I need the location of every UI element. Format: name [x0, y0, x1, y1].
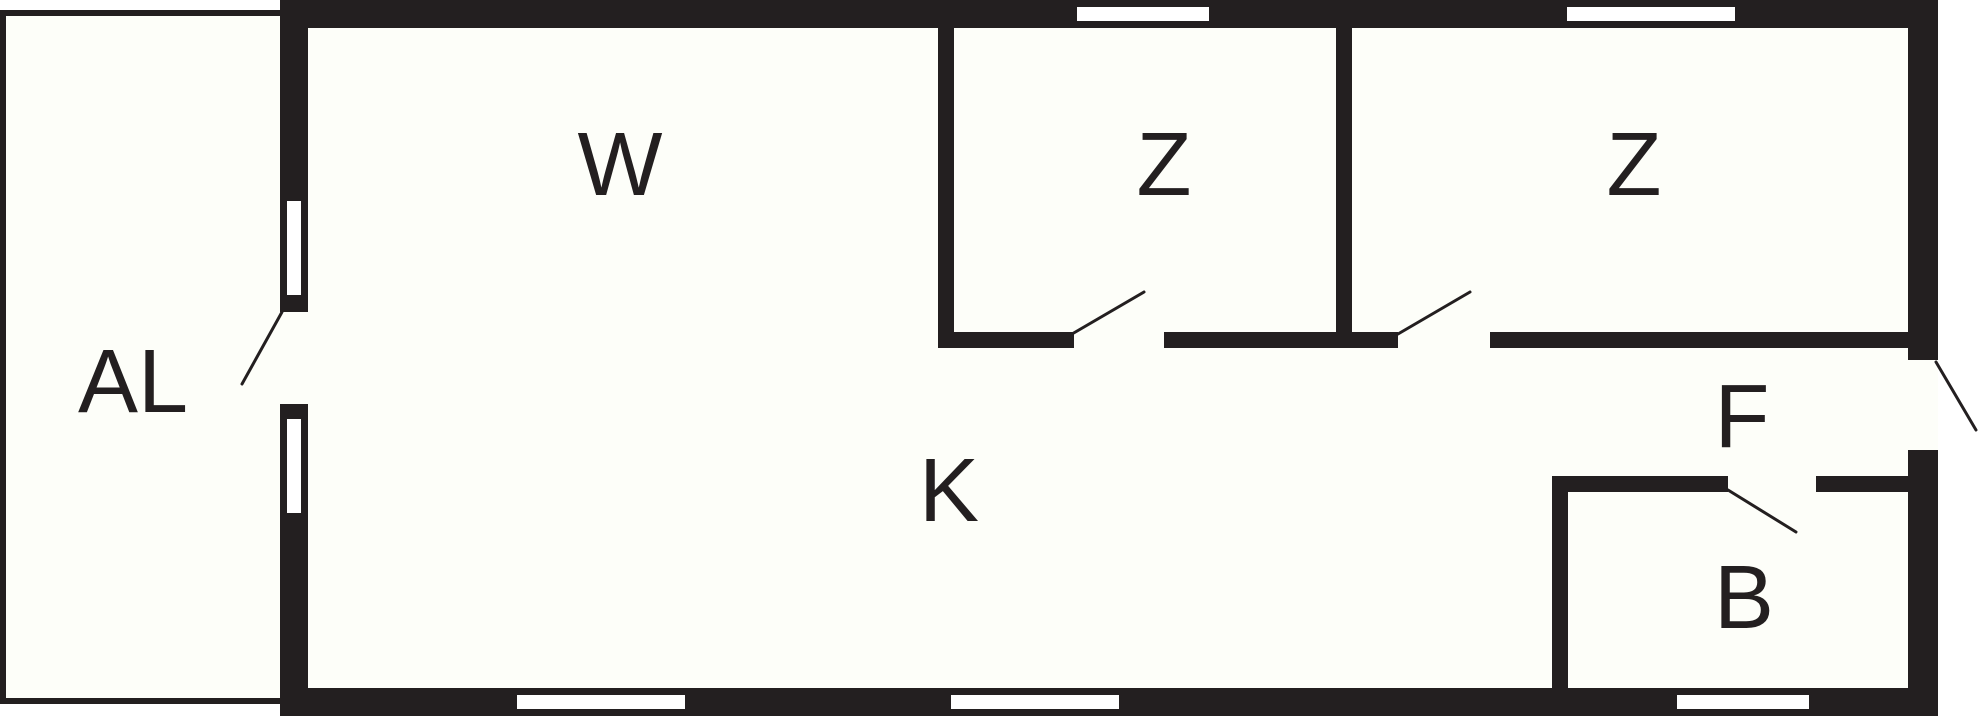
door-swing-balcony [240, 310, 284, 386]
balcony-floor [2, 12, 282, 702]
interior-floor [282, 12, 1938, 702]
balcony-outline-top [0, 10, 282, 16]
opening-balcony [280, 312, 308, 404]
wall-bath-left [1552, 476, 1568, 690]
room-labels: AL W Z Z K F B [78, 115, 1774, 648]
door-openings [280, 312, 1938, 492]
balcony-outline-left [0, 10, 6, 704]
window-left-1 [285, 199, 303, 297]
balcony-outline-bottom [0, 698, 282, 704]
wall-w-z [938, 12, 954, 348]
door-swing-room-2 [1396, 290, 1472, 336]
room-label-b: B [1714, 548, 1774, 648]
window-top-2 [1565, 5, 1737, 23]
room-label-z2: Z [1607, 115, 1662, 215]
wall-z2-right [1490, 332, 1910, 348]
wall-bath-top-right [1816, 476, 1910, 492]
room-label-f: F [1715, 367, 1770, 467]
wall-z1-right [1164, 332, 1398, 348]
opening-entrance [1908, 360, 1938, 450]
window-bottom-3 [1675, 693, 1811, 711]
door-swing-bath [1726, 488, 1798, 534]
wall-z1-left [938, 332, 1074, 348]
door-swings [240, 290, 1978, 534]
window-left-2 [285, 417, 303, 515]
room-label-k: K [919, 441, 979, 541]
wall-right-bottom [1908, 450, 1938, 716]
window-bottom-1 [515, 693, 687, 711]
door-swing-room-1 [1070, 290, 1146, 336]
wall-right-top [1908, 0, 1938, 360]
room-label-z1: Z [1137, 115, 1192, 215]
wall-bath-top-left [1552, 476, 1728, 492]
door-swing-entrance [1934, 360, 1978, 432]
wall-z-z [1336, 12, 1352, 348]
windows [285, 5, 1811, 711]
room-label-al: AL [78, 332, 188, 432]
window-top-1 [1075, 5, 1211, 23]
room-label-w: W [578, 115, 663, 215]
window-bottom-2 [949, 693, 1121, 711]
opening-bath [1728, 476, 1816, 492]
